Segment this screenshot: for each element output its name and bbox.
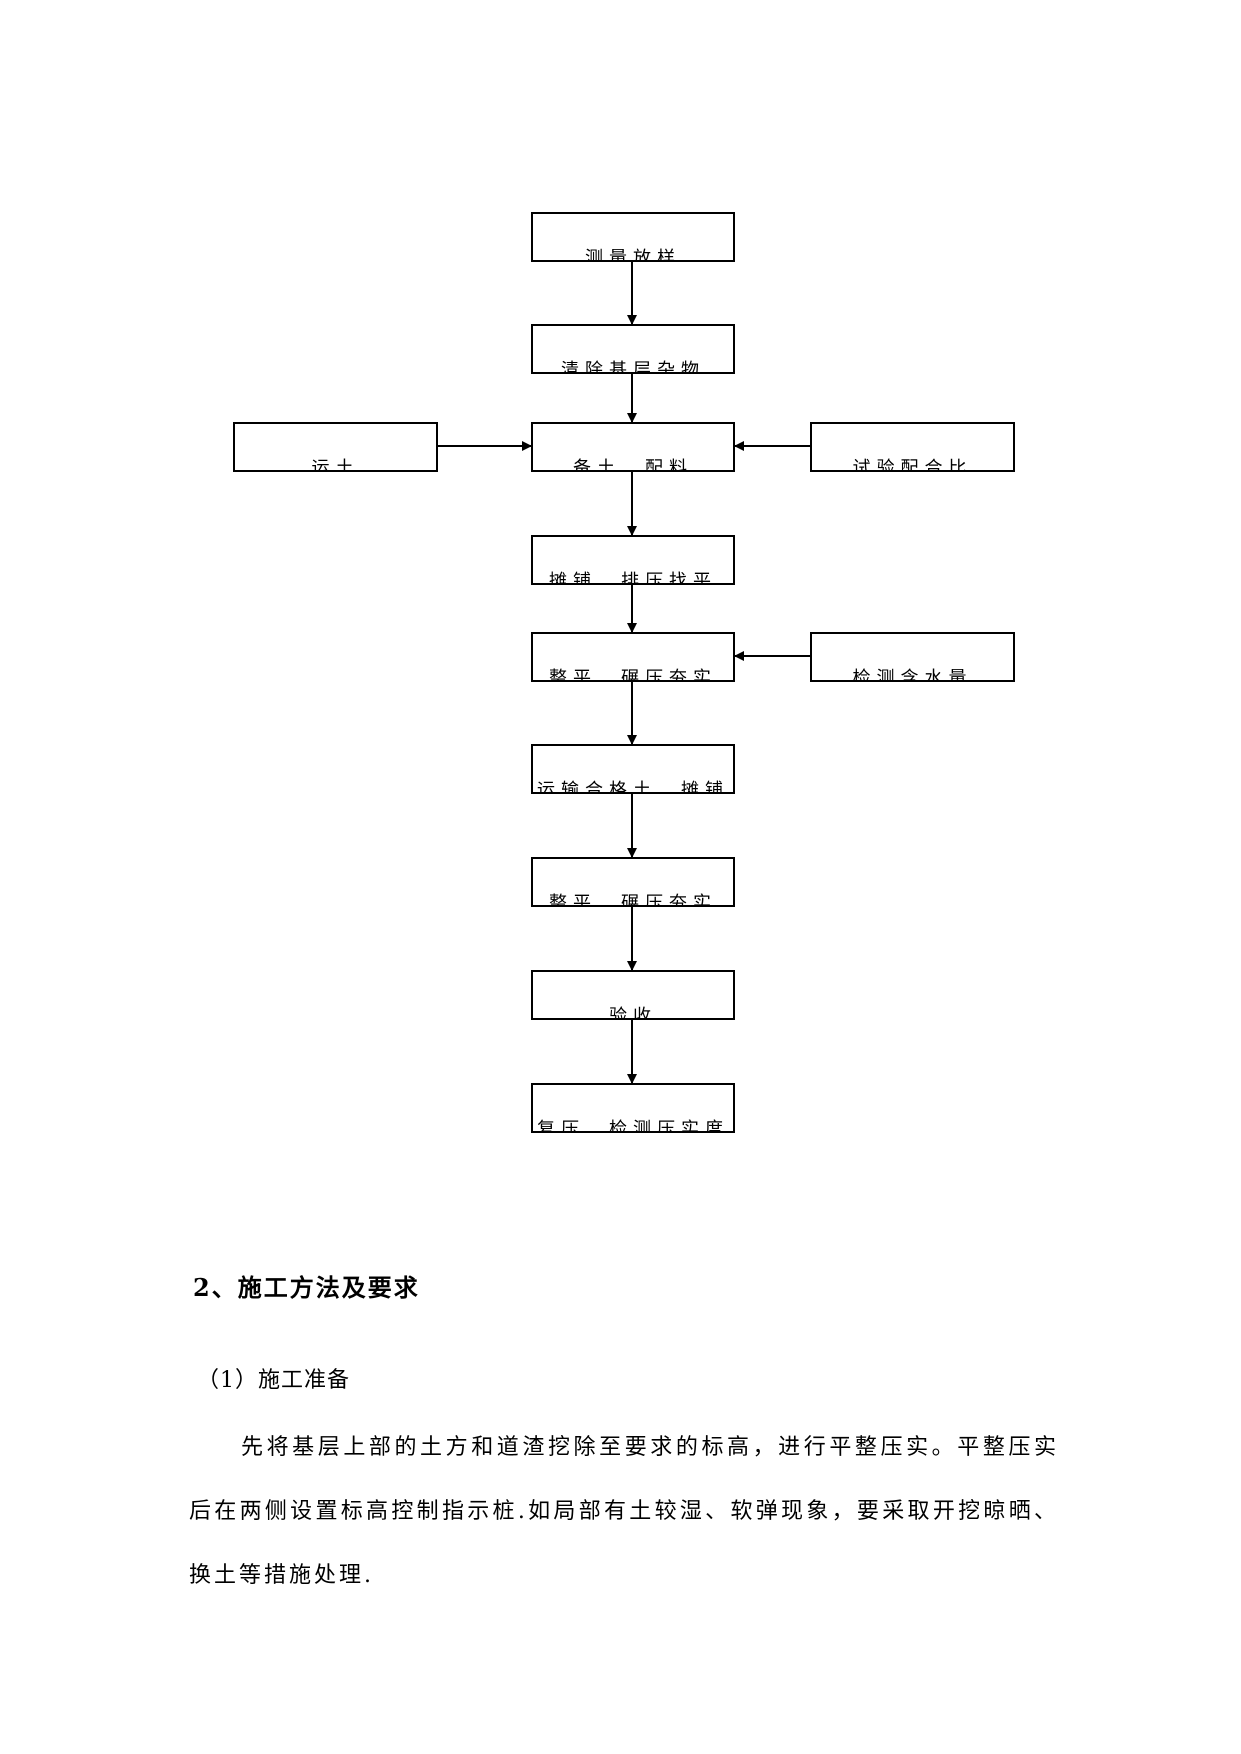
- flow-step-label: 试验配合比: [852, 458, 973, 472]
- flow-step-8: 验收: [531, 970, 735, 1020]
- flow-step-label: 清除基层杂物: [561, 360, 705, 374]
- flow-side-right-1: 试验配合比: [810, 422, 1015, 472]
- flow-step-3: 备土、配料: [531, 422, 735, 472]
- flow-step-1: 测量放样: [531, 212, 735, 262]
- section-heading: 2、施工方法及要求: [193, 1273, 420, 1302]
- flow-step-label: 运输合格土、摊铺: [537, 780, 729, 794]
- flow-step-label: 验收: [609, 1006, 657, 1020]
- flow-step-label: 备土、配料: [573, 458, 693, 472]
- flow-step-label: 整平、碾压夯实: [549, 893, 717, 907]
- flow-step-5: 整平、碾压夯实: [531, 632, 735, 682]
- flow-step-label: 检测含水量: [852, 668, 973, 682]
- flow-step-label: 运土: [311, 458, 360, 472]
- flow-step-4: 摊铺、排压找平: [531, 535, 735, 585]
- flow-step-label: 测量放样: [585, 248, 681, 262]
- section-paragraph: 先将基层上部的土方和道渣挖除至要求的标高，进行平整压实。平整压实后在两侧设置标高…: [189, 1435, 1059, 1588]
- flow-step-label: 摊铺、排压找平: [549, 571, 717, 585]
- flow-step-6: 运输合格土、摊铺: [531, 744, 735, 794]
- flow-step-label: 整平、碾压夯实: [549, 668, 717, 682]
- flow-side-left: 运土: [233, 422, 438, 472]
- flow-step-9: 复压、检测压实度: [531, 1083, 735, 1133]
- flow-step-7: 整平、碾压夯实: [531, 857, 735, 907]
- flow-side-right-2: 检测含水量: [810, 632, 1015, 682]
- flow-step-label: 复压、检测压实度: [537, 1119, 729, 1133]
- section-subheading: （1）施工准备: [197, 1368, 350, 1393]
- flow-step-2: 清除基层杂物: [531, 324, 735, 374]
